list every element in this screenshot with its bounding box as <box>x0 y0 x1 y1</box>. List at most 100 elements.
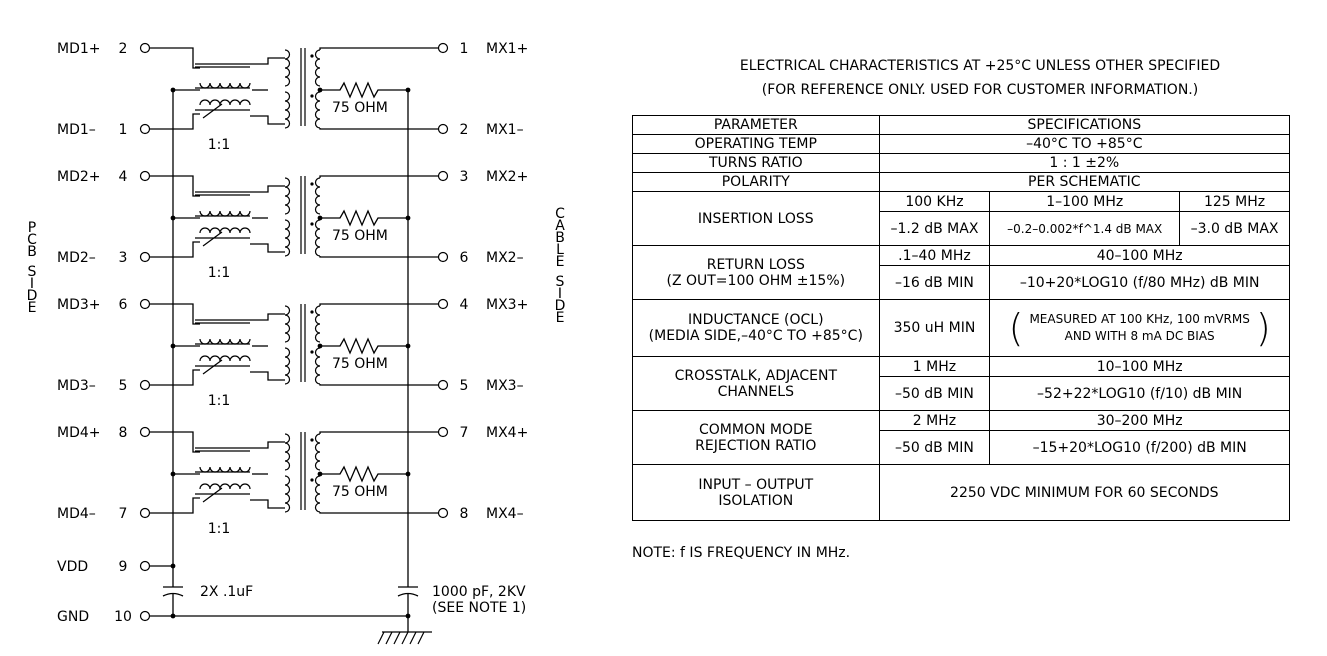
pcb-side-label-char: E <box>28 300 37 316</box>
polarity-dot <box>310 54 314 58</box>
pin-label-left: GND <box>57 609 89 625</box>
capacitor-right-icon <box>397 586 419 597</box>
cable-side-label-char: E <box>556 310 565 326</box>
pin-label-left: MD2+ <box>57 169 101 185</box>
pin-connector-left <box>139 610 151 622</box>
choke-bar <box>202 359 223 375</box>
ratio-label: 1:1 <box>208 521 231 537</box>
pin-connector-left <box>139 507 151 519</box>
isolation-value: 2250 VDC MINIMUM FOR 60 SECONDS <box>878 464 1291 521</box>
ground-hatch <box>385 631 393 645</box>
crosstalk-label-1: CROSSTALK, ADJACENT <box>674 367 838 384</box>
wire-md-plus <box>150 431 200 453</box>
pin-connector-left <box>139 379 151 391</box>
ground-hatch <box>393 631 401 645</box>
polarity-dot <box>310 222 314 226</box>
pin-number-right: 3 <box>460 169 469 185</box>
transformer-primary-icon <box>284 219 291 257</box>
choke-coil-icon <box>199 227 251 234</box>
pin-label-left: MD1+ <box>57 41 101 57</box>
capacitor-right-note: (SEE NOTE 1) <box>432 600 526 616</box>
transformer-secondary-icon <box>314 433 321 471</box>
return-loss-label-2: (Z OUT=100 OHM ±15%) <box>666 272 846 289</box>
cmrr-label-2: REJECTION RATIO <box>695 437 817 454</box>
polarity-value: PER SCHEMATIC <box>878 172 1291 192</box>
wire-md-minus <box>150 113 200 130</box>
capacitor-gap <box>163 587 183 593</box>
wire-choke-out <box>250 313 285 321</box>
ratio-label: 1:1 <box>208 393 231 409</box>
pin-connector-left <box>139 42 151 54</box>
insertion-loss-label: INSERTION LOSS <box>632 191 880 246</box>
pin-label-right: MX4– <box>486 506 524 522</box>
cable-side-label-char: E <box>556 254 565 270</box>
crosstalk-label-2: CHANNELS <box>717 383 794 400</box>
return-loss-f2: 40–100 MHz <box>989 245 1290 266</box>
ground-hatch <box>409 631 417 645</box>
cable-side-label-char: I <box>558 286 562 302</box>
wire-md-minus <box>150 369 200 386</box>
pcb-side-label-char: C <box>27 232 37 248</box>
pin-number-left: 7 <box>119 506 128 522</box>
inductance-note-1: MEASURED AT 100 KHz, 100 mVRMS <box>1029 312 1250 326</box>
choke-coil-icon <box>199 210 251 217</box>
resistor-label: 75 OHM <box>332 100 388 116</box>
pin-connector-right <box>437 379 449 391</box>
table-row: OPERATING TEMP –40°C TO +85°C <box>632 134 1291 154</box>
pin-label-left: MD3+ <box>57 297 101 313</box>
capacitor-left-label: 2X .1uF <box>200 584 253 600</box>
transformer-secondary-icon <box>314 305 321 343</box>
table-row: –50 dB MIN –15+20*LOG10 (f/200) dB MIN <box>633 430 1290 465</box>
choke-coil-icon <box>199 82 251 89</box>
choke-coil-icon <box>199 483 251 490</box>
pin-label-left: MD2– <box>57 250 96 266</box>
table-row: –50 dB MIN –52+22*LOG10 (f/10) dB MIN <box>633 376 1290 411</box>
pin-label-right: MX4+ <box>486 425 528 441</box>
return-loss-v2: –10+20*LOG10 (f/80 MHz) dB MIN <box>989 265 1290 300</box>
inductance-note-2: AND WITH 8 mA DC BIAS <box>1064 329 1215 343</box>
pin-connector-right <box>437 42 449 54</box>
return-loss-label: RETURN LOSS(Z OUT=100 OHM ±15%) <box>632 245 880 300</box>
pin-number-right: 8 <box>460 506 469 522</box>
wire-mx-minus <box>319 512 438 514</box>
resistor-label: 75 OHM <box>332 228 388 244</box>
inductance-value: 350 uH MIN <box>878 299 991 357</box>
pin-connector-left <box>139 560 151 572</box>
junction-dot <box>170 613 176 619</box>
polarity-dot <box>310 94 314 98</box>
param-header: PARAMETER <box>632 115 880 135</box>
ground-hatch <box>417 631 425 645</box>
pin-number-left: 4 <box>119 169 128 185</box>
table-row: INDUCTANCE (OCL)(MEDIA SIDE,–40°C TO +85… <box>632 299 1290 357</box>
polarity-dot <box>310 478 314 482</box>
resistor-75-ohm-icon <box>320 337 408 355</box>
transformer-secondary-icon <box>314 347 321 385</box>
table-row: PARAMETER SPECIFICATIONS <box>632 115 1291 135</box>
table-row: RETURN LOSS(Z OUT=100 OHM ±15%) .1–40 MH… <box>632 245 1290 300</box>
pin-number-right: 4 <box>460 297 469 313</box>
transformer-secondary-icon <box>314 49 321 87</box>
wire-mx-plus <box>319 431 438 434</box>
spec-heading-line2: (FOR REFERENCE ONLY. USED FOR CUSTOMER I… <box>761 82 1199 98</box>
return-loss-f1: .1–40 MHz <box>878 245 991 266</box>
capacitor-gap <box>398 587 418 593</box>
choke-coil-icon <box>199 338 251 345</box>
polarity-label: POLARITY <box>632 172 880 192</box>
transformer-primary-icon <box>284 347 291 385</box>
insertion-loss-f3: 125 MHz <box>1179 191 1290 212</box>
pin-label-left: VDD <box>57 559 88 575</box>
wire-choke-out <box>250 243 285 253</box>
resistor-75-ohm-icon <box>320 81 408 99</box>
wire-mx-minus <box>319 256 438 258</box>
pin-number-right: 5 <box>460 378 469 394</box>
pin-label-right: MX3– <box>486 378 524 394</box>
transformer-secondary-icon <box>314 475 321 513</box>
wire-mx-plus <box>319 175 438 178</box>
cmrr-label-1: COMMON MODE <box>698 421 813 438</box>
pin-label-left: MD4+ <box>57 425 101 441</box>
